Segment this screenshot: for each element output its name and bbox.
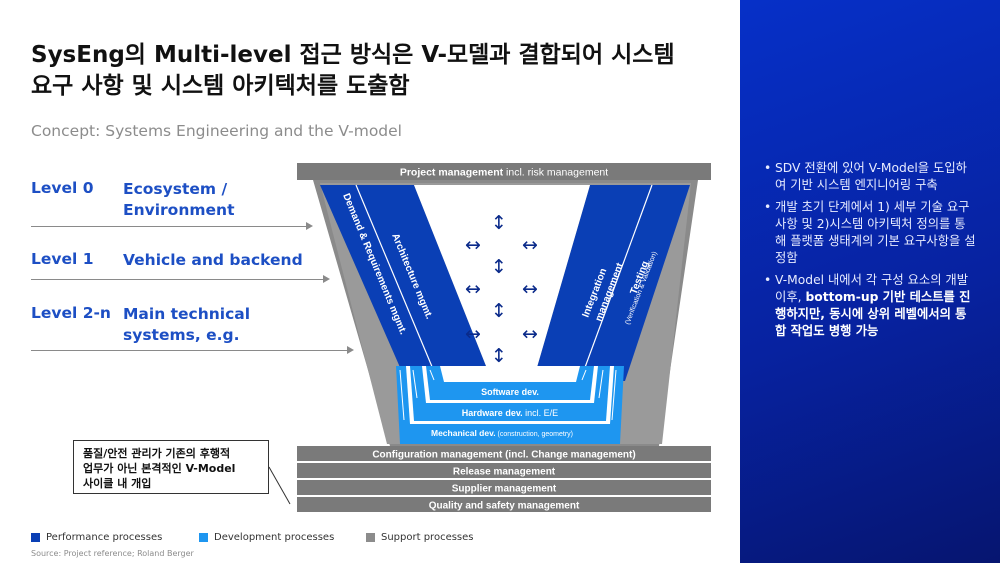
- slide-subtitle: Concept: Systems Engineering and the V-m…: [31, 122, 402, 140]
- level-1-desc: Vehicle and backend: [123, 251, 303, 269]
- slide-title: SysEng의 Multi-level 접근 방식은 V-모델과 결합되어 시스…: [31, 40, 731, 102]
- mechanical-dev-label: Mechanical dev. (construction, geometry): [431, 428, 573, 438]
- quality-callout: 품질/안전 관리가 기존의 후행적 업무가 아닌 본격적인 V-Model 사이…: [73, 440, 269, 494]
- legend-label-performance: Performance processes: [46, 531, 163, 543]
- legend-performance: Performance processes: [31, 530, 162, 544]
- level-1-arrow: [31, 275, 330, 283]
- callout-line-2: 업무가 아닌 본격적인 V-Model: [83, 462, 236, 475]
- support-label-configuration: Configuration management (incl. Change m…: [372, 450, 635, 461]
- legend-label-support: Support processes: [381, 531, 474, 543]
- callout-line-1: 품질/안전 관리가 기존의 후행적: [83, 447, 231, 460]
- summary-bullets: SDV 전환에 있어 V-Model을 도입하여 기반 시스템 엔지니어링 구축…: [764, 160, 976, 345]
- source-note: Source: Project reference; Roland Berger: [31, 549, 194, 558]
- summary-bullet-3: V-Model 내에서 각 구성 요소의 개발 이후, bottom-up 기반…: [764, 272, 976, 340]
- level-2-label: Level 2-n: [31, 304, 111, 322]
- software-dev-label: Software dev.: [481, 387, 539, 397]
- arrow-v-4: ↕: [491, 345, 507, 367]
- band-tick-marks: [399, 369, 617, 421]
- support-bar-configuration: [297, 446, 711, 461]
- level-0-label: Level 0: [31, 179, 94, 197]
- level-2-desc-line1: Main technical: [123, 305, 251, 323]
- legend-swatch-support: [366, 532, 375, 542]
- arrow-v-2: ↕: [491, 256, 507, 278]
- support-label-release: Release management: [453, 467, 556, 478]
- hardware-dev-label: Hardware dev. incl. E/E: [462, 408, 558, 418]
- interaction-arrows: ↕ ↔ ↔ ↕ ↔ ↔ ↕ ↔ ↔ ↕: [465, 212, 538, 367]
- summary-panel: SDV 전환에 있어 V-Model을 도입하여 기반 시스템 엔지니어링 구축…: [740, 0, 1000, 563]
- level-2-desc-line2: systems, e.g.: [123, 326, 240, 344]
- left-arm-performance: [320, 185, 492, 381]
- v-interior: [414, 185, 590, 381]
- arrow-h-4: ↔: [522, 278, 538, 300]
- summary-bullet-2: 개발 초기 단계에서 1) 세부 기술 요구사항 및 2)시스템 아키텍처 정의…: [764, 199, 976, 267]
- arrow-v-3: ↕: [491, 300, 507, 322]
- left-arm-divider: [355, 184, 439, 382]
- arrow-h-3: ↔: [465, 278, 481, 300]
- level-0-desc: Ecosystem / Environment: [123, 179, 234, 221]
- summary-bullet-1: SDV 전환에 있어 V-Model을 도입하여 기반 시스템 엔지니어링 구축: [764, 160, 976, 194]
- support-bar-supplier: [297, 480, 711, 495]
- support-label-quality: Quality and safety management: [429, 501, 580, 512]
- level-0-arrow: [31, 222, 313, 230]
- legend-swatch-performance: [31, 532, 40, 542]
- bullet-3-normal: V-Model 내에서 각 구성 요소의 개발 이후,: [775, 273, 969, 304]
- legend-label-development: Development processes: [214, 531, 335, 543]
- arrow-h-1: ↔: [465, 234, 481, 256]
- right-arm-divider: [579, 184, 653, 382]
- level-2-arrow: [31, 346, 354, 354]
- arrow-h-6: ↔: [522, 323, 538, 345]
- support-label-supplier: Supplier management: [452, 484, 557, 495]
- callout-connector: [268, 466, 291, 505]
- right-arm-performance: [533, 185, 690, 381]
- bullet-3-bold: bottom-up 기반 테스트를 진행하지만, 동시에 상위 레벨에서의 통합…: [775, 290, 971, 338]
- support-bar-quality: [297, 497, 711, 512]
- software-gap: [440, 366, 580, 382]
- callout-line-3: 사이클 내 개입: [83, 477, 152, 490]
- level-0-desc-line2: Environment: [123, 201, 235, 219]
- support-bar-release: [297, 463, 711, 478]
- legend-support: Support processes: [366, 530, 474, 544]
- project-management-bar: [297, 163, 711, 180]
- title-line-2: 요구 사항 및 시스템 아키텍처를 도출함: [31, 73, 410, 99]
- level-2-desc: Main technical systems, e.g.: [123, 304, 250, 346]
- arrow-h-5: ↔: [465, 323, 481, 345]
- legend-development: Development processes: [199, 530, 334, 544]
- project-management-label: Project management incl. risk management: [400, 167, 608, 179]
- level-1-label: Level 1: [31, 250, 94, 268]
- legend-swatch-development: [199, 532, 208, 542]
- title-line-1: SysEng의 Multi-level 접근 방식은 V-모델과 결합되어 시스…: [31, 42, 675, 68]
- arrow-v-1: ↕: [491, 212, 507, 234]
- arrow-h-2: ↔: [522, 234, 538, 256]
- level-0-desc-line1: Ecosystem /: [123, 180, 228, 198]
